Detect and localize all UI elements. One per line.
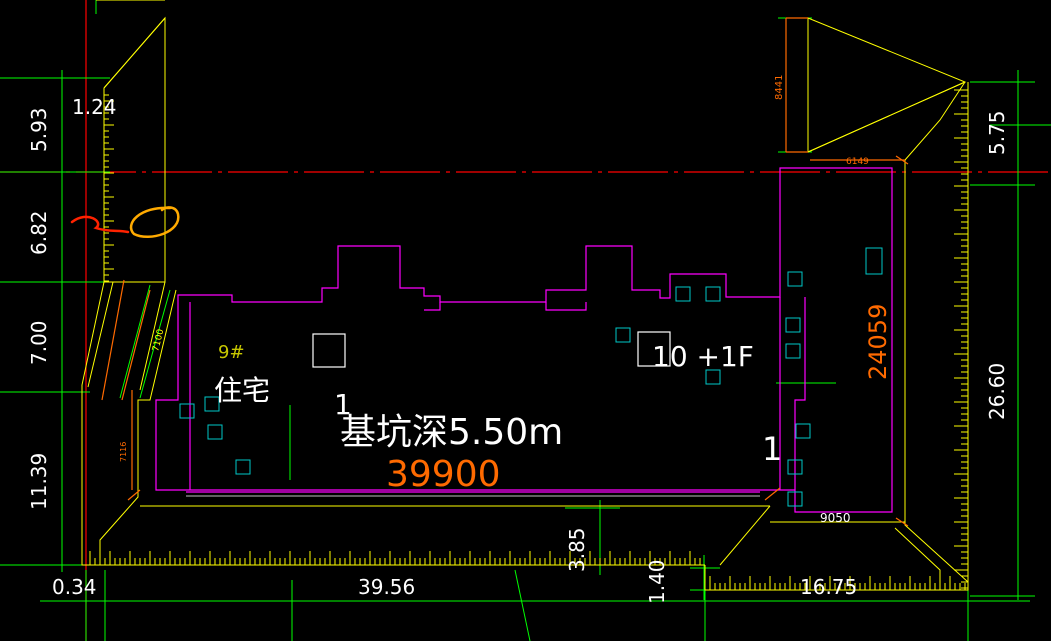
column-markers <box>312 331 671 368</box>
dim-left-top: 1.24 <box>72 95 117 119</box>
hand-markup <box>70 206 180 239</box>
top-right-height-label: 8441 <box>774 75 785 100</box>
floors-label: 10 +1F <box>652 340 754 373</box>
column-marker-right <box>637 331 671 367</box>
building-annotations: 9# 住宅 10 +1F 基坑深5.50m 1 1 39900 24059 90… <box>119 75 892 525</box>
dim-left-3: 7.00 <box>27 320 51 365</box>
dim-bottom-small: 1.40 <box>645 559 669 604</box>
dim-bottom-mid: 3.85 <box>565 527 589 572</box>
slope-dimension-line <box>119 284 171 399</box>
length-main-label: 39900 <box>386 454 501 495</box>
length-right-label: 24059 <box>864 304 892 380</box>
slope-dim-small-label: 7116 <box>119 442 128 462</box>
markup-orange-scribble <box>129 206 180 239</box>
column-marker-left <box>312 333 346 368</box>
dimension-labels: 1.24 5.93 6.82 7.00 11.39 0.34 39.56 3.8… <box>27 95 1009 604</box>
pit-marker-left: 1 <box>334 388 352 421</box>
pit-depth-label: 基坑深5.50m <box>340 412 563 453</box>
dim-right-main: 26.60 <box>985 363 1009 420</box>
width-bottom-right-label: 9050 <box>820 511 851 525</box>
top-right-width-label: 6149 <box>846 157 869 167</box>
dim-right-top: 5.75 <box>985 110 1009 155</box>
dim-left-2: 6.82 <box>27 210 51 255</box>
dim-bottom-main: 39.56 <box>358 575 415 599</box>
cyan-symbols <box>179 247 883 507</box>
markup-red-scribble <box>70 215 130 234</box>
dim-bottom-right: 16.75 <box>800 575 857 599</box>
dim-left-4: 11.39 <box>27 453 51 510</box>
slope-outline <box>81 0 969 591</box>
dim-bottom-left: 0.34 <box>52 575 97 599</box>
building-use: 住宅 <box>214 374 270 407</box>
pit-marker-right: 1 <box>762 430 782 468</box>
building-outline <box>155 167 893 513</box>
orange-dimensions <box>101 17 909 527</box>
slope-hatching <box>89 89 968 590</box>
dim-left-1: 5.93 <box>27 107 51 152</box>
building-number: 9# <box>218 342 245 363</box>
